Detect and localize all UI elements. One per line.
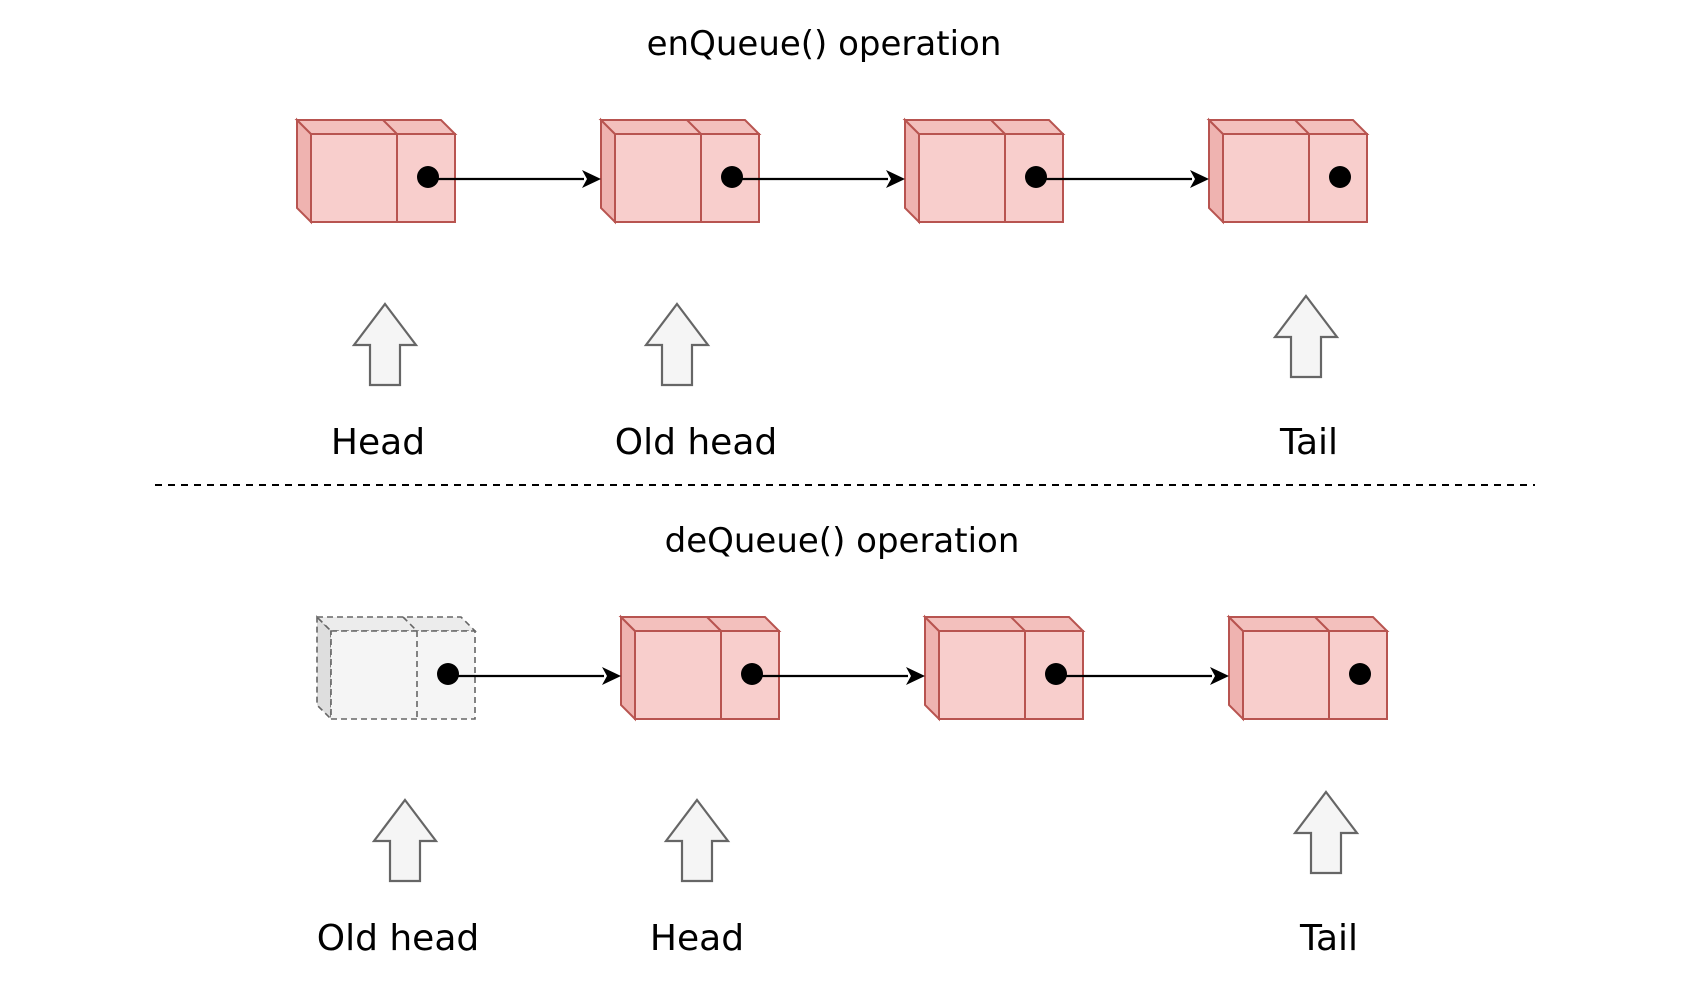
next-pointer-dot xyxy=(721,166,743,188)
enqueue-tail-label: Tail xyxy=(1279,422,1338,463)
link-arrow xyxy=(1036,170,1209,188)
enqueue-head-label: Head xyxy=(331,422,425,463)
link-arrow xyxy=(732,170,905,188)
enqueue-node-3 xyxy=(902,117,1066,225)
dequeue-links xyxy=(448,667,1229,685)
up-arrow-icon xyxy=(1272,294,1340,379)
up-arrow-icon xyxy=(371,798,439,883)
next-pointer-dot xyxy=(1329,166,1351,188)
enqueue-old-head-label: Old head xyxy=(615,422,778,463)
next-pointer-dot xyxy=(417,166,439,188)
enqueue-title: enQueue() operation xyxy=(647,24,1002,64)
link-arrow xyxy=(752,667,925,685)
link-arrow xyxy=(448,667,621,685)
dequeue-title: deQueue() operation xyxy=(665,521,1020,561)
next-pointer-dot xyxy=(1349,663,1371,685)
dequeue-nodes xyxy=(315,614,1390,722)
link-arrow xyxy=(428,170,601,188)
up-arrow-icon xyxy=(1292,790,1360,875)
enqueue-labels: Head Old head Tail xyxy=(331,422,1338,463)
up-arrow-icon xyxy=(351,302,419,387)
dequeue-labels: Old head Head Tail xyxy=(317,918,1358,959)
enqueue-node-4 xyxy=(1206,117,1370,225)
enqueue-node-2 xyxy=(598,117,762,225)
dequeue-old-head-label: Old head xyxy=(317,918,480,959)
up-arrow-icon xyxy=(643,302,711,387)
enqueue-links xyxy=(428,170,1209,188)
next-pointer-dot xyxy=(1025,166,1047,188)
enqueue-nodes xyxy=(294,117,1370,225)
next-pointer-dot xyxy=(437,663,459,685)
next-pointer-dot xyxy=(741,663,763,685)
dequeue-node-3 xyxy=(922,614,1086,722)
dequeue-node-4 xyxy=(1226,614,1390,722)
next-pointer-dot xyxy=(1045,663,1067,685)
up-arrow-icon xyxy=(663,798,731,883)
dequeue-pointer-arrows xyxy=(371,790,1360,883)
dequeue-removed-node xyxy=(315,615,477,721)
dequeue-tail-label: Tail xyxy=(1299,918,1358,959)
enqueue-node-1 xyxy=(294,117,458,225)
dequeue-head-label: Head xyxy=(650,918,744,959)
dequeue-node-2 xyxy=(618,614,782,722)
link-arrow xyxy=(1056,667,1229,685)
enqueue-pointer-arrows xyxy=(351,294,1340,387)
